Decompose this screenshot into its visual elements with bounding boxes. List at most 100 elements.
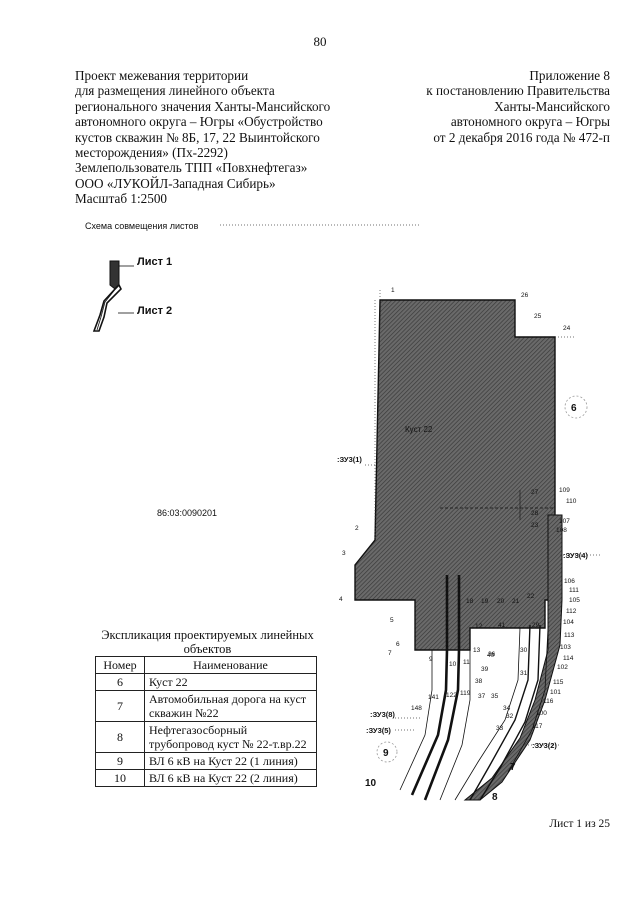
point-label: 10 bbox=[449, 661, 457, 668]
point-label: 104 bbox=[563, 619, 574, 626]
title-line: для размещения линейного объекта bbox=[75, 83, 275, 99]
zone-label: :ЗУ3(4) bbox=[563, 551, 588, 560]
point-label: 1 bbox=[391, 287, 395, 294]
point-label: 36 bbox=[488, 651, 496, 658]
column-header-name: Наименование bbox=[144, 656, 317, 674]
point-label: 22 bbox=[527, 593, 535, 600]
point-label: 28 bbox=[531, 510, 539, 517]
row-name: ВЛ 6 кВ на Куст 22 (1 линия) bbox=[144, 752, 317, 770]
zone-label: :ЗУ3(2) bbox=[532, 741, 557, 750]
row-number: 6 bbox=[95, 673, 145, 691]
point-label: 122 bbox=[446, 692, 457, 699]
object-number: 8 bbox=[492, 792, 498, 803]
table-row: 9 ВЛ 6 кВ на Куст 22 (1 линия) bbox=[95, 752, 317, 770]
project-title-block: Проект межевания территории для размещен… bbox=[75, 68, 365, 207]
sheet-counter: Лист 1 из 25 bbox=[549, 818, 610, 830]
point-label: 18 bbox=[466, 598, 474, 605]
point-label: 35 bbox=[491, 693, 499, 700]
point-label: 3 bbox=[342, 550, 346, 557]
point-labels: 1 26 25 24 2 3 4 5 6 7 9 10 11 13 40 39 … bbox=[339, 287, 580, 732]
point-label: 41 bbox=[498, 622, 506, 629]
boundary-dotted bbox=[220, 224, 600, 746]
point-label: 29 bbox=[532, 622, 540, 629]
point-label: 105 bbox=[569, 597, 580, 604]
point-label: 26 bbox=[521, 292, 529, 299]
point-label: 102 bbox=[557, 664, 568, 671]
point-label: 115 bbox=[553, 679, 564, 686]
table-row: 7 Автомобильная дорога на куст скважин №… bbox=[95, 690, 317, 722]
point-label: 38 bbox=[475, 678, 483, 685]
point-label: 2 bbox=[355, 525, 359, 532]
zone-label: :ЗУ3(1) bbox=[337, 455, 362, 464]
point-label: 4 bbox=[339, 596, 343, 603]
table-row: 6 Куст 22 bbox=[95, 673, 317, 691]
corridor-lines bbox=[399, 575, 549, 801]
point-label: 39 bbox=[481, 666, 489, 673]
title-line: месторождения» (Пх-2292) bbox=[75, 145, 228, 161]
point-label: 11 bbox=[463, 659, 470, 666]
cadastral-number: 86:03:0090201 bbox=[157, 508, 218, 518]
table-row: 10 ВЛ 6 кВ на Куст 22 (2 линия) bbox=[95, 769, 317, 787]
row-name: Нефтегазосборный трубопровод куст № 22-т… bbox=[144, 721, 317, 753]
overview-label: Схема совмещения листов bbox=[85, 221, 199, 231]
page-number: 80 bbox=[313, 34, 327, 49]
row-name: ВЛ 6 кВ на Куст 22 (2 линия) bbox=[144, 769, 317, 787]
appendix-line: от 2 декабря 2016 года № 472-п bbox=[433, 129, 610, 145]
scale-line: Масштаб 1:2500 bbox=[75, 191, 168, 207]
point-label: 21 bbox=[512, 598, 520, 605]
object-number: 6 bbox=[571, 403, 577, 414]
point-label: 117 bbox=[532, 723, 543, 730]
row-name: Куст 22 bbox=[144, 673, 317, 691]
title-line: кустов скважин № 8Б, 17, 22 Выинтойского bbox=[75, 129, 320, 145]
point-label: 103 bbox=[560, 644, 571, 651]
site-polygon bbox=[354, 299, 556, 651]
appendix-line: к постановлению Правительства bbox=[426, 83, 610, 99]
row-number: 7 bbox=[95, 690, 145, 722]
point-label: 119 bbox=[460, 690, 471, 697]
table-row: 8 Нефтегазосборный трубопровод куст № 22… bbox=[95, 721, 317, 753]
point-label: 141 bbox=[428, 694, 439, 701]
point-label: 113 bbox=[564, 632, 575, 639]
point-label: 37 bbox=[478, 693, 486, 700]
point-label: 148 bbox=[411, 705, 422, 712]
point-label: 9 bbox=[429, 656, 433, 663]
overview-sheet2-label: Лист 2 bbox=[137, 305, 173, 317]
appendix-line: Ханты-Мансийского bbox=[494, 98, 610, 114]
column-header-number: Номер bbox=[95, 656, 145, 674]
point-label: 108 bbox=[556, 527, 567, 534]
point-label: 13 bbox=[473, 647, 481, 654]
point-label: 40 bbox=[487, 652, 495, 659]
point-label: 107 bbox=[559, 518, 570, 525]
point-label: 110 bbox=[566, 498, 577, 505]
point-label: 7 bbox=[388, 650, 392, 657]
row-number: 8 bbox=[95, 721, 145, 753]
land-user-line: Землепользователь ТПП «Повхнефтегаз» bbox=[75, 160, 308, 176]
company-line: ООО «ЛУКОЙЛ-Западная Сибирь» bbox=[75, 175, 276, 191]
point-label: 100 bbox=[536, 710, 547, 717]
appendix-line: Приложение 8 bbox=[529, 68, 610, 83]
appendix-block: Приложение 8 к постановлению Правительст… bbox=[360, 68, 610, 145]
table-header-row: Номер Наименование bbox=[95, 656, 317, 674]
point-label: 33 bbox=[496, 725, 504, 732]
overview-sheet1-label: Лист 1 bbox=[137, 256, 173, 268]
sheet-overview-diagram bbox=[92, 260, 134, 332]
point-label: 32 bbox=[506, 713, 514, 720]
zone-label: :ЗУ3(8) bbox=[370, 710, 395, 719]
title-line: автономного округа – Югры «Обустройство bbox=[75, 114, 323, 130]
point-label: 6 bbox=[396, 641, 400, 648]
row-number: 10 bbox=[95, 769, 145, 787]
row-name: Автомобильная дорога на куст скважин №22 bbox=[144, 690, 317, 722]
point-label: 34 bbox=[503, 705, 511, 712]
table-caption: Экспликация проектируемых линейных объек… bbox=[101, 628, 314, 656]
point-label: 25 bbox=[534, 313, 542, 320]
point-label: 24 bbox=[563, 325, 571, 332]
title-line: Проект межевания территории bbox=[75, 68, 249, 83]
point-label: 114 bbox=[563, 655, 574, 662]
point-label: 109 bbox=[559, 487, 570, 494]
object-number: 9 bbox=[383, 748, 389, 759]
point-label: 12 bbox=[475, 623, 483, 630]
explication-table: Номер Наименование 6 Куст 22 7 Автомобил… bbox=[95, 656, 317, 787]
pipeline-corridor bbox=[463, 514, 563, 801]
point-label: 31 bbox=[520, 670, 528, 677]
point-label: 19 bbox=[481, 598, 489, 605]
